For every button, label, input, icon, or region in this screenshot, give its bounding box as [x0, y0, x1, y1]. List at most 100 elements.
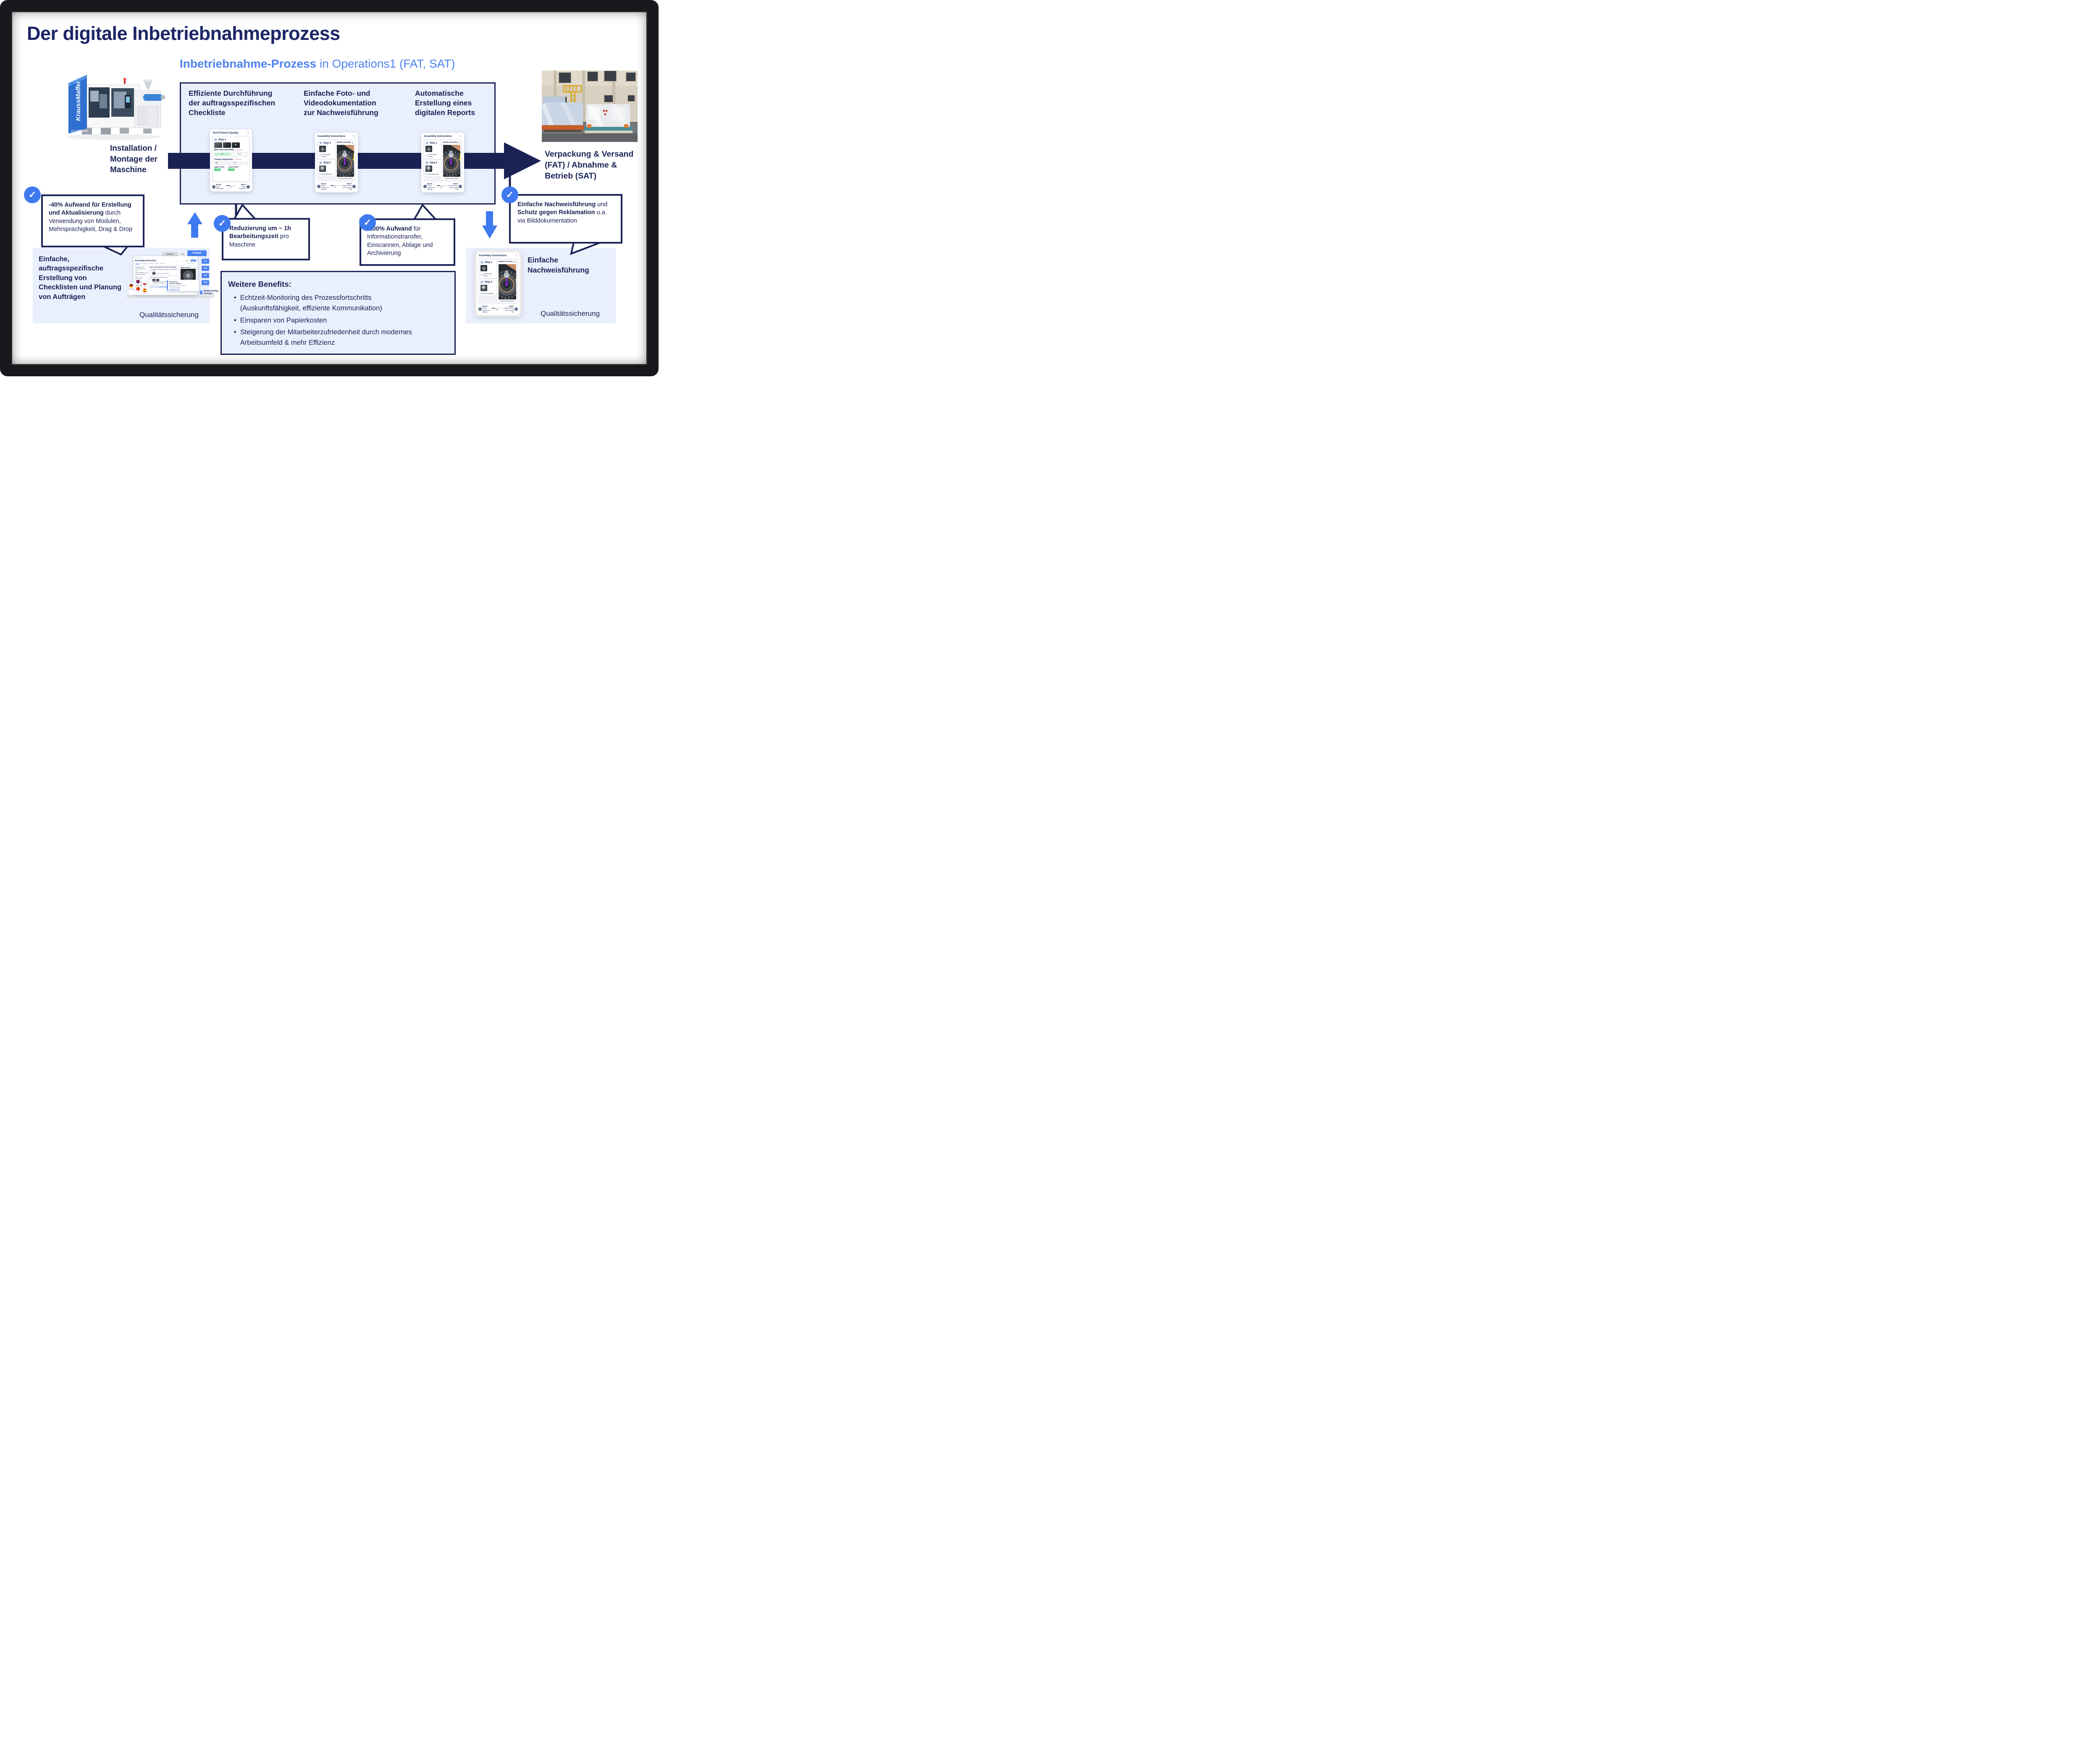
scrollbar[interactable] [444, 178, 459, 179]
next-button[interactable]: › [352, 185, 356, 189]
benefit-item: Echtzeit-Monitoring des Prozessfortschri… [240, 294, 382, 312]
col1-heading: Effiziente Durchführung der auftragsspez… [189, 89, 276, 117]
kebab-menu-icon[interactable]: ⋮ [183, 260, 185, 262]
back-button[interactable]: ‹ [212, 185, 215, 189]
back-label[interactable]: BACK [427, 182, 433, 185]
next-label[interactable]: NEXT [453, 182, 458, 185]
spain-flag-icon[interactable] [142, 288, 147, 293]
step-label: Step 1 [323, 142, 331, 144]
step-image-thumb[interactable] [152, 272, 155, 275]
sidebar-item[interactable]: Feedback for document [135, 283, 147, 285]
tab-modules[interactable]: Modules [149, 262, 154, 264]
down-arrow-icon [482, 211, 497, 239]
step-image-thumb[interactable] [152, 279, 155, 282]
sidebar-item[interactable]: 4 Final inspection - …ical [135, 281, 147, 283]
media-preview-title: Media Preview [498, 261, 513, 263]
version-1-1-chip[interactable]: 1.1 [202, 259, 209, 264]
item-badge: 1 [425, 154, 428, 157]
tab-media[interactable]: Media [155, 262, 159, 264]
ok-button[interactable]: OK [214, 152, 231, 156]
tab-material[interactable]: Material [160, 262, 165, 264]
next-sub-label: Coupling crown and coupling ring [341, 185, 352, 191]
back-label[interactable]: BACK [216, 184, 221, 186]
kebab-menu-icon[interactable]: ⋮ [459, 135, 462, 138]
back-button[interactable]: ‹ [423, 185, 427, 189]
close-icon[interactable]: ✕ [194, 266, 196, 268]
step1-thumbnail[interactable] [425, 145, 432, 152]
media-image [181, 269, 196, 281]
step1-thumbnail[interactable] [480, 265, 487, 271]
sidebar-item[interactable]: 3 Coupling crown and …ring [135, 274, 147, 277]
step1-thumbnail[interactable] [319, 145, 326, 152]
kebab-menu-icon[interactable]: ⋮ [247, 131, 249, 134]
nok-button[interactable]: NOK [231, 152, 248, 156]
tab-information[interactable]: Information [141, 262, 147, 264]
next-label[interactable]: NEXT [241, 184, 246, 186]
sidebar-item[interactable]: 1 Clutch basket and…ings [135, 268, 146, 272]
sidebar-item[interactable]: newest version [135, 285, 143, 286]
next-sub-label: Visual Inspection [239, 186, 246, 190]
publish-button[interactable]: Publish [187, 250, 207, 256]
tab-steps[interactable]: Steps [136, 262, 139, 265]
back-label[interactable]: BACK [482, 305, 488, 307]
subtitle-bold: Inbetriebnahme-Prozess [180, 57, 317, 70]
photo-thumbnail[interactable] [214, 142, 222, 148]
step-image-thumb[interactable] [156, 279, 159, 282]
item-badge: 1 [319, 154, 321, 157]
back-label[interactable]: BACK [321, 182, 326, 185]
bubble2-bold-text: Reduzierung um ~ 1h Bearbeitungszeit [229, 225, 291, 240]
increment-button[interactable]: + [239, 162, 243, 165]
add-new-step[interactable]: ADD NEW STEP [135, 266, 144, 268]
upper-limit-chip: +10 [214, 168, 220, 171]
chevron-down-icon[interactable]: ⌄ [230, 171, 232, 174]
poland-flag-icon[interactable] [142, 281, 147, 286]
close-button[interactable]: Close [186, 260, 189, 262]
photo-thumbnail[interactable] [223, 142, 231, 148]
version-2-0-chip[interactable]: 2.0 [202, 280, 209, 285]
step-label: Step 2 [323, 161, 331, 164]
empty-language-tile[interactable] [129, 290, 134, 295]
version-chip: 1.0 [179, 252, 186, 257]
add-process-step-button[interactable]: + Add Process Step [149, 285, 179, 288]
video-thumbnail[interactable]: ▶ [232, 142, 240, 148]
china-flag-icon[interactable] [135, 286, 141, 291]
next-label[interactable]: NEXT [509, 305, 514, 307]
uk-flag-icon[interactable] [135, 279, 141, 284]
scrollbar[interactable] [500, 301, 515, 302]
close-icon[interactable]: ✕ [351, 141, 354, 144]
german-flag-icon[interactable] [129, 283, 134, 289]
kebab-menu-icon[interactable]: ⋮ [352, 135, 355, 138]
next-button[interactable]: › [514, 307, 518, 311]
step2-thumbnail[interactable] [480, 284, 487, 291]
sidebar-item[interactable]: Step_Approval [135, 277, 143, 279]
benefit-bubble-2: Reduzierung um ~ 1h Bearbeitungszeit pro… [222, 218, 310, 260]
process-step-text[interactable]: Place the mounting disk centrally on the… [152, 269, 178, 272]
next-button[interactable]: › [247, 185, 250, 189]
bubble4-tail [570, 241, 601, 255]
kebab-menu-icon[interactable]: ⋮ [514, 254, 517, 257]
checkbox-checked-icon[interactable]: ✓ [200, 290, 202, 294]
back-button[interactable]: ‹ [478, 307, 482, 311]
play-icon: ▶ [235, 144, 237, 146]
sidebar-item[interactable]: 2 Mount clutch gea… late [135, 272, 148, 273]
back-button[interactable]: ‹ [317, 185, 320, 189]
close-icon[interactable]: ✕ [457, 141, 460, 144]
publish-button-small[interactable]: Publish [190, 259, 196, 262]
checklist-app-title: Test Protocol Quality [213, 131, 239, 134]
step2-thumbnail[interactable] [425, 165, 432, 172]
scrollbar[interactable] [338, 178, 353, 179]
next-label[interactable]: NEXT [347, 182, 352, 185]
version-1-2-chip[interactable]: 1.2 [202, 266, 209, 271]
step2-thumbnail[interactable] [319, 165, 326, 172]
close-icon[interactable]: ✕ [513, 260, 516, 263]
decrement-button[interactable]: − [244, 162, 248, 165]
media-preview-image [336, 144, 354, 177]
version-1-3-chip[interactable]: 1.3 [202, 273, 209, 278]
document-id-link[interactable]: Document ID: 123 [169, 288, 180, 290]
draft-status: Draft 1.0 English [186, 262, 195, 264]
benefit-bubble-3: -100% Aufwand für Informationstransfer, … [360, 218, 455, 266]
next-button[interactable]: › [459, 185, 462, 189]
process-step-text[interactable]: Fixing by nut with ring spanner [152, 277, 168, 278]
